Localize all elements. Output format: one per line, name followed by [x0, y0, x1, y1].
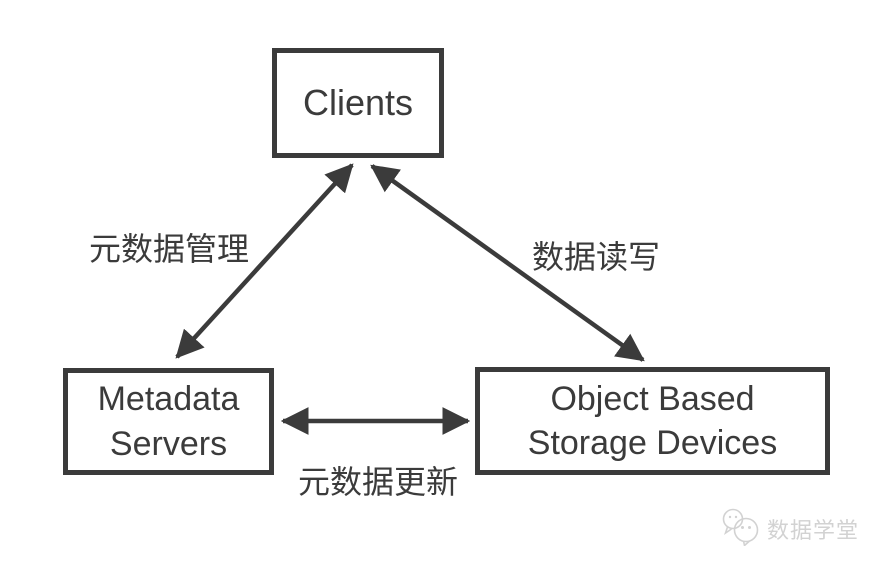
node-storage-devices: Object Based Storage Devices [475, 367, 830, 475]
wechat-icon [720, 506, 762, 551]
node-metadata-servers-label: Metadata Servers [97, 380, 240, 463]
edge-label-metadata-management: 元数据管理 [88, 231, 250, 267]
node-metadata-servers: Metadata Servers [63, 368, 274, 475]
edge-clients-metadata [175, 163, 354, 359]
watermark: 数据学堂 [720, 506, 859, 551]
watermark-text: 数据学堂 [767, 517, 860, 543]
node-clients: Clients [272, 48, 444, 158]
edge-label-data-read-write: 数据读写 [531, 239, 661, 275]
edge-clients-storage [370, 164, 645, 362]
node-storage-devices-label: Object Based Storage Devices [527, 379, 778, 462]
node-clients-label: Clients [302, 82, 414, 123]
edge-label-metadata-update: 元数据更新 [297, 464, 459, 500]
